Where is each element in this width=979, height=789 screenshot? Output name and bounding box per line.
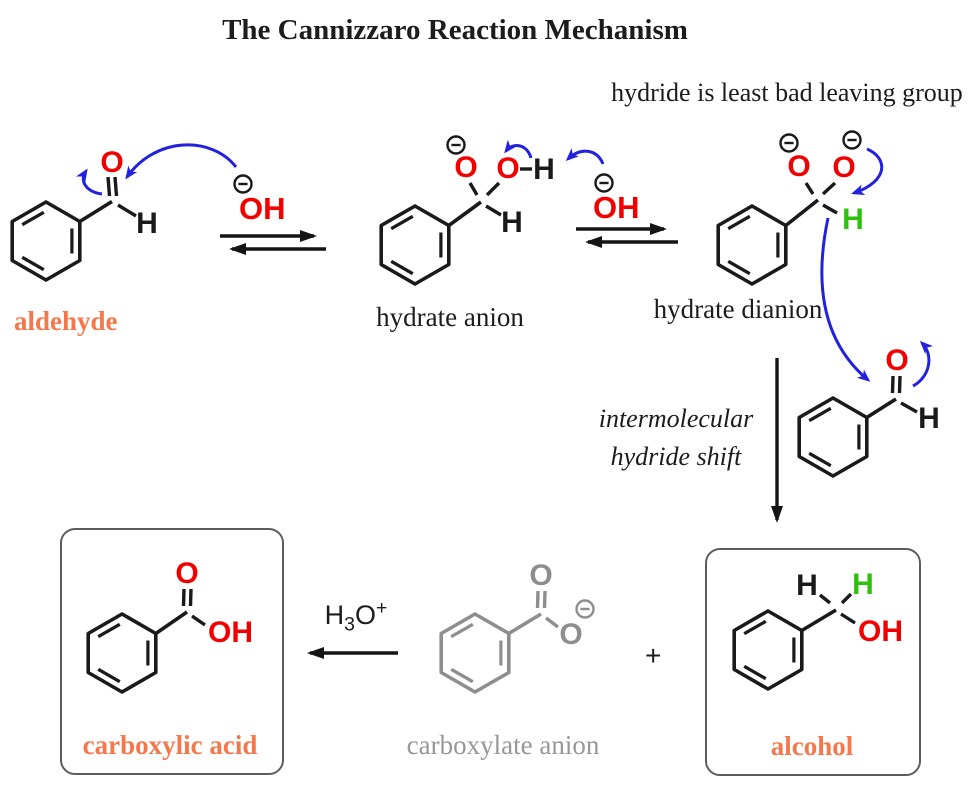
carboxylate-anion-label: carboxylate anion [406,730,600,760]
hydronium-label: H3O+ [314,597,398,636]
hydroxide-label: OH [239,191,286,226]
ring-carbonyl-bond [865,397,897,420]
c-oh-bond [840,612,856,625]
c-o-double-bond [535,590,540,609]
benzene-ring [379,204,451,286]
c-o-double-bond [188,588,193,607]
minus-charge-icon [779,133,799,153]
alkoxide-oxygen-1: O [787,150,810,183]
equilibrium-arrows-1 [220,230,326,255]
hydride-shift-curved-arrow [820,217,871,382]
hydroxyl-oxygen: O [496,152,519,185]
c-oh-bond [191,614,206,627]
oxide-lone-pair-curved-arrow [851,147,884,195]
alcohol-box [705,548,921,776]
carbon-hydrogen: H [501,206,523,239]
molecule-aldehyde: O H [10,143,238,282]
c-o-double-bond [890,375,895,394]
c-o2-bond [821,181,837,196]
minus-charge-icon [446,135,466,155]
c-o-double-bond [542,590,547,609]
benzene-ring [10,200,82,282]
molecule-carboxylic-acid: O OH [86,557,253,694]
pi-electron-curved-arrow [912,340,933,388]
hydronium-h: H [324,600,345,630]
c-h-bond [900,401,918,414]
oxygen-atom: O [885,344,908,377]
benzene-ring [797,396,869,478]
plus-sign: + [645,640,662,671]
alcohol-label: alcohol [770,731,854,761]
c-o-double-bond [106,176,112,197]
step-label-line1: intermolecular [598,404,754,433]
hydrogen-atom: H [796,569,818,602]
molecule-hydrate-anion: O O H H [379,135,605,286]
benzene-ring [86,612,158,694]
carboxylic-acid-label: carboxylic acid [82,730,258,760]
transferred-hydride-hydrogen: H [852,568,874,601]
equilibrium-arrows-2 [576,223,678,248]
minus-charge-icon [842,130,862,150]
c-o1-bond [468,182,479,196]
c-o-double-bond [181,588,186,607]
hydronium-sub3: 3 [344,613,355,636]
c-o-double-bond [897,375,902,394]
c-h1-bond [818,593,832,605]
benzene-ring [439,612,511,694]
c-o-double-bond [113,176,119,197]
hydrate-anion-label: hydrate anion [376,302,524,332]
oxide-oxygen: O [559,618,582,651]
hydronium-o: O [354,600,376,630]
carbonyl-oxygen: O [175,557,198,590]
minus-charge-icon [594,173,614,193]
page-title: The Cannizzaro Reaction Mechanism [222,14,688,46]
alkoxide-oxygen-2: O [832,151,855,184]
hydroxide-attack-curved-arrow [125,143,238,180]
hydrate-dianion-label: hydrate dianion [653,294,823,324]
molecule-benzaldehyde-acceptor: O H [797,340,940,478]
c-o-single-bond [544,616,560,629]
alkoxide-oxygen: O [454,151,477,184]
c-o1-bond [804,182,815,195]
minus-charge-icon [575,599,595,619]
hydroxide-label: OH [593,190,640,225]
hydroxyl-group: OH [208,616,253,649]
c-o2-bond [485,181,501,197]
pi-electron-curved-arrow [75,168,103,196]
oxygen-atom: O [100,146,123,179]
ring-c-bond [800,608,837,633]
hydroxide-1: OH [233,174,286,226]
molecule-carboxylate-anion: O O [439,559,595,694]
c-h2-bond [840,592,853,605]
hydrogen-atom: H [136,207,158,240]
ring-carbonyl-bond [507,612,542,636]
carboxylic-acid-box [60,528,284,775]
ring-c-bond [784,198,820,227]
hydrogen-atom: H [918,402,940,435]
hydroxide-deprotonation-curved-arrow [565,148,605,165]
step-label: intermolecular hydride shift [586,400,766,476]
benzene-ring [732,609,804,691]
ring-carbonyl-bond [154,610,189,635]
ring-carbonyl-bond [78,199,113,224]
minus-charge-icon [233,174,253,194]
oh-bond-to-oxygen-curved-arrow [504,139,533,159]
ring-c-bond [447,200,483,227]
benzene-ring [716,204,788,286]
aldehyde-label: aldehyde [14,306,118,336]
molecule-hydrate-dianion: O O H [716,130,884,382]
c-h-bond [117,203,137,218]
hydride-annotation: hydride is least bad leaving group [611,78,963,107]
hydroxide-2: OH [593,173,640,225]
hydride-hydrogen: H [842,203,864,236]
hydronium-plus: + [375,597,388,619]
c-h-bond [822,203,838,215]
step-label-line2: hydride shift [610,442,742,471]
carbonyl-oxygen: O [529,559,552,592]
c-h-bond [485,204,502,217]
hydroxyl-group: OH [858,615,903,648]
molecule-alcohol: H H OH [732,568,903,691]
hydroxyl-hydrogen: H [533,153,555,186]
